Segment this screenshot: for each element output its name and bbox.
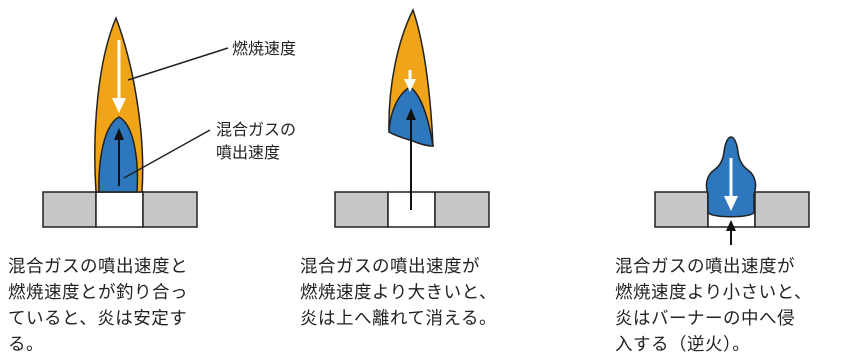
burner-right-block — [754, 191, 810, 228]
burner-nozzle — [95, 191, 144, 228]
burning-speed-leader — [127, 47, 229, 81]
jet-speed-label-line2: 噴出速度 — [216, 143, 280, 162]
burner-left-block — [654, 191, 709, 228]
jet-speed-leader — [123, 129, 211, 179]
jet-speed-arrowhead — [114, 128, 124, 140]
burning-speed-arrowhead — [724, 196, 738, 211]
caption-flashback: 混合ガスの噴出速度が 燃焼速度より小さいと、 炎はバーナーの中へ侵 入する（逆火… — [615, 257, 812, 355]
burner-right-block — [142, 191, 198, 228]
jet-speed-label-line1: 混合ガスの — [216, 120, 296, 139]
panel-flashback — [654, 136, 810, 245]
burner-left-block — [334, 191, 389, 228]
burner-right-block — [434, 191, 490, 228]
jet-speed-arrowhead — [726, 220, 736, 231]
jet-speed-arrowhead — [406, 108, 416, 120]
caption-stable: 混合ガスの噴出速度と 燃焼速度とが釣り合っ ていると、炎は安定す る。 — [8, 257, 188, 355]
burning-speed-label: 燃焼速度 — [232, 39, 296, 58]
caption-lift-off: 混合ガスの噴出速度が 燃焼速度より大きいと、 炎は上へ離れて消える。 — [300, 257, 497, 329]
burner-left-block — [42, 191, 97, 228]
burning-speed-arrowhead — [112, 98, 126, 113]
panel-stable: 燃焼速度 混合ガスの 噴出速度 — [42, 15, 296, 228]
burning-speed-arrowhead — [404, 79, 416, 92]
panel-lift-off — [334, 8, 490, 228]
